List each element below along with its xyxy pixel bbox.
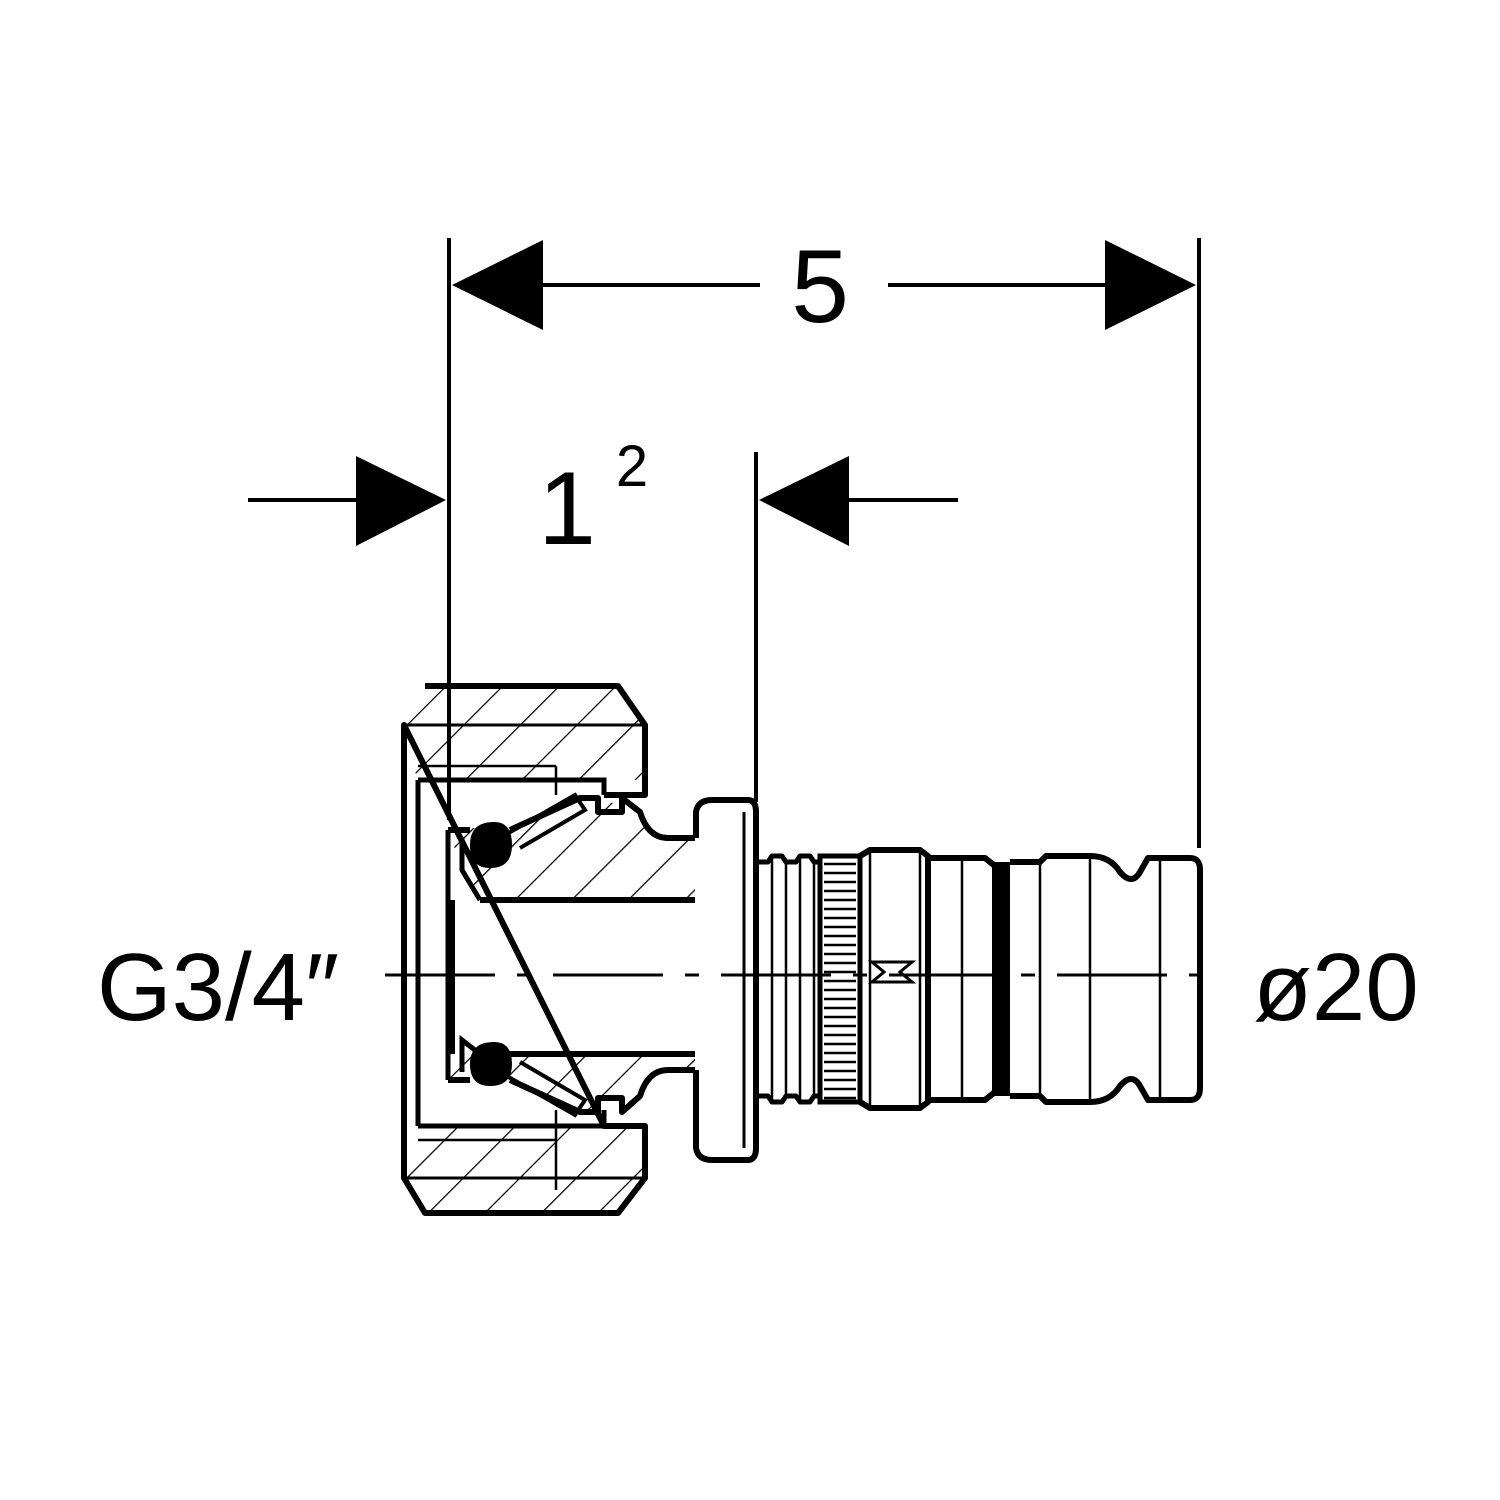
- fitting-body: [445, 792, 695, 1118]
- body-wedge-upper: [504, 792, 588, 850]
- arrowhead-insertion-left: [356, 456, 446, 546]
- body-hatched-upper: [448, 792, 695, 900]
- arrowhead-insertion-right: [759, 456, 849, 546]
- collar-outline: [693, 797, 759, 1163]
- union-nut: [401, 683, 648, 1216]
- thread-size-label: G3/4″: [97, 934, 339, 1041]
- collar: [693, 797, 759, 1163]
- body-seal-groove: [445, 830, 483, 1080]
- sleeve-main: [858, 847, 998, 1111]
- knurled-ring: [817, 853, 863, 1105]
- body-hatched-lower: [448, 1030, 695, 1116]
- arrowhead-right: [1105, 240, 1196, 330]
- insertion-depth-superscript: 2: [616, 434, 648, 499]
- dimension-overall-length: 5: [447, 229, 1201, 848]
- body-outline-lower: [448, 1067, 695, 1115]
- inspection-window: [867, 960, 917, 984]
- black-band: [994, 862, 1010, 1096]
- arrowhead-left: [452, 240, 543, 330]
- sleeve-ribs: [756, 853, 820, 1105]
- pipe-diameter-label: ø20: [1253, 934, 1418, 1041]
- insertion-depth-label: 1: [538, 451, 596, 567]
- o-ring-lower: [470, 1042, 512, 1086]
- pipe-stub: [1010, 853, 1203, 1105]
- nut-bore: [415, 777, 607, 1129]
- body-outline-upper: [448, 795, 695, 841]
- o-ring-upper: [470, 822, 512, 868]
- press-sleeve: [756, 847, 1203, 1111]
- knurl-lines: [824, 862, 856, 1100]
- body-wedge-lower: [504, 1060, 588, 1118]
- overall-length-label: 5: [791, 229, 849, 345]
- dimension-insertion-depth: 1 2: [248, 434, 958, 802]
